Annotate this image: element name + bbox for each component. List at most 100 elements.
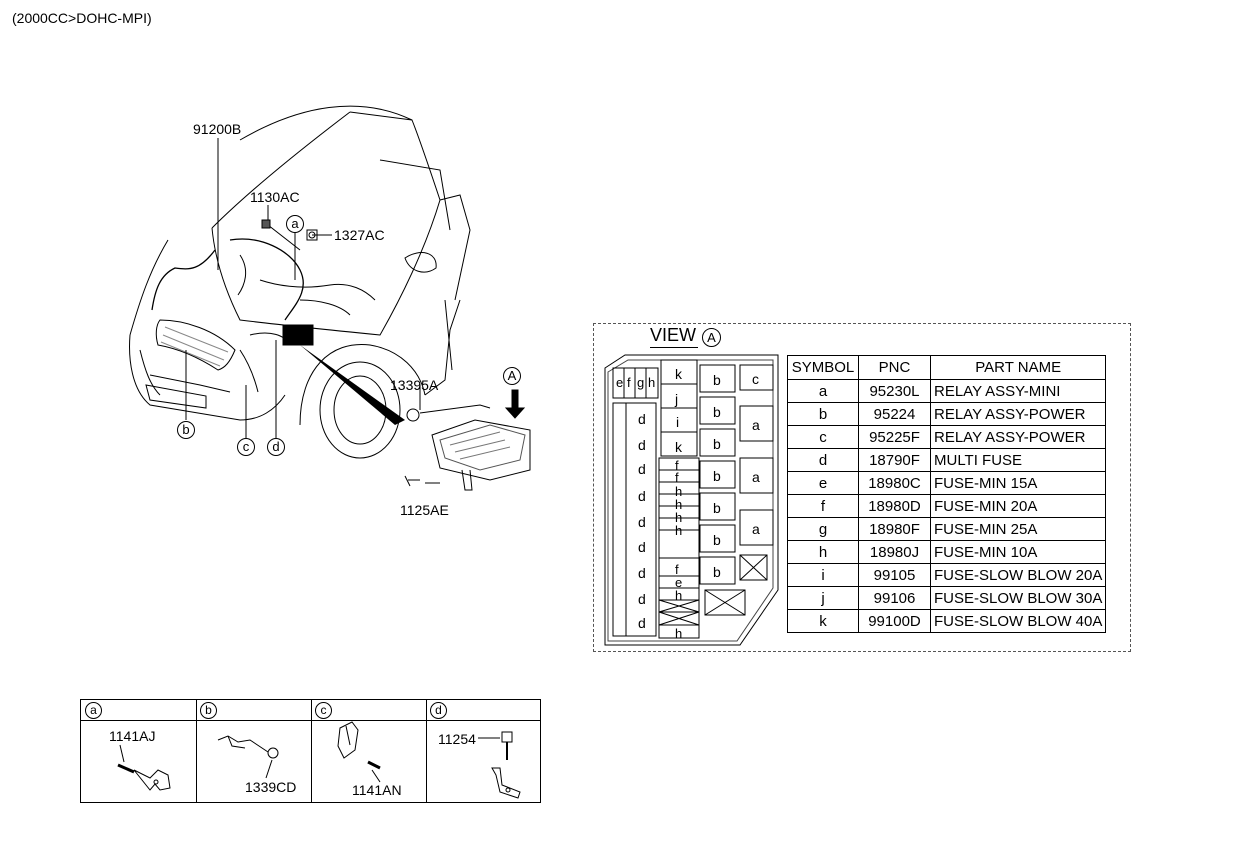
cell-symbol: d [787, 448, 859, 472]
circle-label-d: d [267, 438, 285, 456]
detail-col-a: a 1141AJ [81, 700, 197, 802]
relay-b-6: b [713, 532, 721, 548]
cell-symbol: a [787, 379, 859, 403]
relay-a-3: a [752, 521, 760, 537]
callout-1327ac: 1327AC [334, 227, 385, 243]
detail-circle-b: b [200, 702, 217, 719]
cell-pnc: 18980F [858, 517, 931, 541]
detail-part-a: 1141AJ [109, 728, 156, 744]
fuse-k-2: k [675, 439, 682, 455]
fuse-mini-2: f [675, 470, 679, 485]
cell-part-name: RELAY ASSY-POWER [929, 402, 1107, 426]
detail-table: a 1141AJ b 1339CD c 1141AN d 11254 [80, 699, 541, 803]
cell-part-name: FUSE-MIN 25A [929, 517, 1107, 541]
relay-b-1: b [713, 372, 721, 388]
view-title: VIEW [650, 325, 697, 345]
detail-head-b: b [196, 700, 311, 721]
fuse-mini-8: e [675, 575, 683, 590]
relay-b-3: b [713, 436, 721, 452]
view-a-frame [593, 323, 1131, 652]
callout-13395a: 13395A [390, 377, 439, 393]
fuse-d-3: d [638, 461, 646, 477]
detail-col-c: c 1141AN [311, 700, 427, 802]
fuse-d-7: d [638, 565, 646, 581]
cell-pnc: 18980D [858, 494, 931, 518]
relay-c: c [752, 371, 759, 387]
engine-spec-label: (2000CC>DOHC-MPI) [12, 10, 152, 26]
detail-part-b: 1339CD [245, 779, 297, 795]
fuse-d-6: d [638, 539, 646, 555]
relay-a-1: a [752, 417, 760, 433]
fuse-d-9: d [638, 615, 646, 631]
cell-symbol: e [787, 471, 859, 495]
cell-part-name: RELAY ASSY-MINI [929, 379, 1107, 403]
relay-b-7: b [713, 564, 721, 580]
relay-b-2: b [713, 404, 721, 420]
fuse-e: e [616, 375, 624, 390]
fuse-j: j [675, 391, 679, 407]
cell-part-name: RELAY ASSY-POWER [929, 425, 1107, 449]
callout-1125ae: 1125AE [400, 502, 449, 518]
cell-pnc: 18790F [858, 448, 931, 472]
detail-circle-a: a [85, 702, 102, 719]
view-title-circle: A [702, 328, 721, 347]
fuse-mini-6: h [675, 523, 683, 538]
cell-part-name: FUSE-MIN 15A [929, 471, 1107, 495]
fuse-mini-4: h [675, 497, 683, 512]
cell-symbol: k [787, 609, 859, 633]
fuse-k-1: k [675, 366, 682, 382]
view-title-underline [650, 347, 698, 348]
detail-head-c: c [311, 700, 426, 721]
cell-symbol: h [787, 540, 859, 564]
fuse-mini-10: h [675, 626, 683, 641]
fuse-d-4: d [638, 488, 646, 504]
circle-label-a: a [286, 215, 304, 233]
fuse-mini-9: h [675, 588, 683, 603]
fuse-g: g [637, 375, 645, 390]
fuse-d-2: d [638, 437, 646, 453]
fuse-d-8: d [638, 591, 646, 607]
detail-circle-c: c [315, 702, 332, 719]
detail-head-a: a [81, 700, 196, 721]
header-part-name: PART NAME [929, 355, 1107, 380]
fuse-f: f [627, 375, 631, 390]
cell-pnc: 99106 [858, 586, 931, 610]
relay-a-2: a [752, 469, 760, 485]
callout-91200b: 91200B [193, 121, 242, 137]
fuse-h: h [648, 375, 656, 390]
cell-part-name: FUSE-MIN 10A [929, 540, 1107, 564]
cell-symbol: g [787, 517, 859, 541]
fuse-d-5: d [638, 514, 646, 530]
circle-label-c: c [237, 438, 255, 456]
detail-head-d: d [426, 700, 540, 721]
fuse-mini-1: f [675, 458, 679, 473]
detail-circle-d: d [430, 702, 447, 719]
circle-label-b: b [177, 421, 195, 439]
view-arrow-circle: A [503, 367, 521, 385]
callout-1130ac: 1130AC [250, 189, 300, 205]
detail-part-c: 1141AN [352, 782, 402, 798]
relay-b-5: b [713, 500, 721, 516]
detail-col-b: b 1339CD [196, 700, 312, 802]
cell-part-name: FUSE-SLOW BLOW 40A [929, 609, 1107, 633]
relay-b-4: b [713, 468, 721, 484]
fuse-mini-3: h [675, 484, 683, 499]
cell-pnc: 18980C [858, 471, 931, 495]
fuse-d-1: d [638, 411, 646, 427]
detail-col-d: d 11254 [426, 700, 540, 802]
fuse-mini-7: f [675, 562, 679, 577]
fuse-mini-5: h [675, 510, 683, 525]
